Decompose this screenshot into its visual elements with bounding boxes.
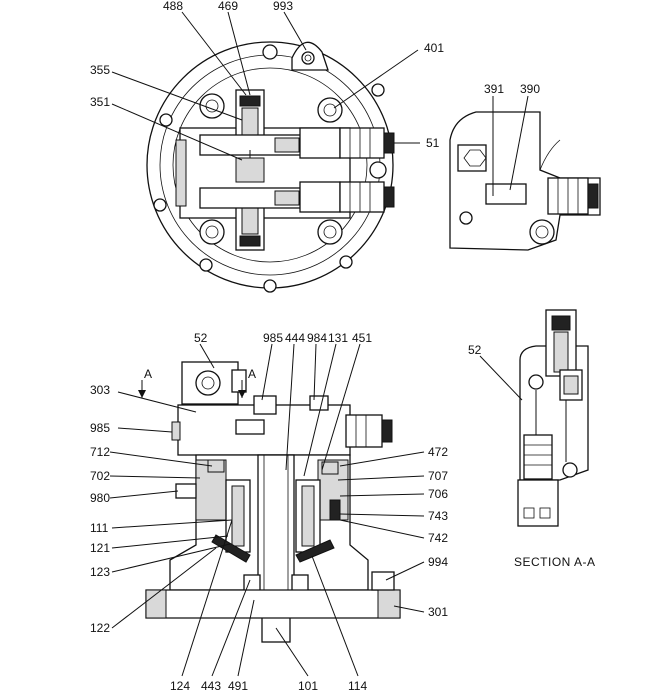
callout-114: 114 [348, 679, 367, 693]
callout-301: 301 [428, 605, 448, 619]
callout-444: 444 [285, 331, 305, 345]
callout-351: 351 [90, 95, 110, 109]
callout-980: 980 [90, 491, 110, 505]
section-markers [138, 380, 246, 398]
callout-443: 443 [201, 679, 221, 693]
callout-712: 712 [90, 445, 110, 459]
callout-488: 488 [163, 0, 183, 13]
section-marker-left: A [144, 367, 152, 381]
section-aa-caption: SECTION A-A [514, 555, 596, 569]
section-view [145, 361, 401, 643]
callout-993: 993 [273, 0, 293, 13]
callout-124: 124 [170, 679, 190, 693]
callout-985-top: 985 [263, 331, 283, 345]
callout-52-section: 52 [194, 331, 208, 345]
callout-491: 491 [228, 679, 248, 693]
top-leaders [111, 11, 420, 161]
callout-702: 702 [90, 469, 110, 483]
callout-101: 101 [298, 679, 318, 693]
callout-303: 303 [90, 383, 110, 397]
callout-391: 391 [484, 82, 504, 96]
callout-123: 123 [90, 565, 110, 579]
section-aa-view [479, 309, 589, 527]
callout-984: 984 [307, 331, 327, 345]
callout-355: 355 [90, 63, 110, 77]
callout-707: 707 [428, 469, 448, 483]
callout-131: 131 [328, 331, 348, 345]
callout-51: 51 [426, 136, 440, 150]
callout-706: 706 [428, 487, 448, 501]
callout-469: 469 [218, 0, 238, 13]
section-leaders [109, 343, 425, 677]
section-marker-right: A [248, 367, 256, 381]
callout-401: 401 [424, 41, 444, 55]
callout-52-aa: 52 [468, 343, 482, 357]
detail-top-right [449, 95, 601, 251]
callout-122: 122 [90, 621, 110, 635]
callout-390: 390 [520, 82, 540, 96]
callout-742: 742 [428, 531, 448, 545]
callout-121: 121 [90, 541, 110, 555]
top-view [146, 41, 395, 293]
callout-743: 743 [428, 509, 448, 523]
callout-111: 111 [90, 521, 109, 535]
callout-994: 994 [428, 555, 448, 569]
callout-451: 451 [352, 331, 372, 345]
callout-472: 472 [428, 445, 448, 459]
callout-985-side: 985 [90, 421, 110, 435]
